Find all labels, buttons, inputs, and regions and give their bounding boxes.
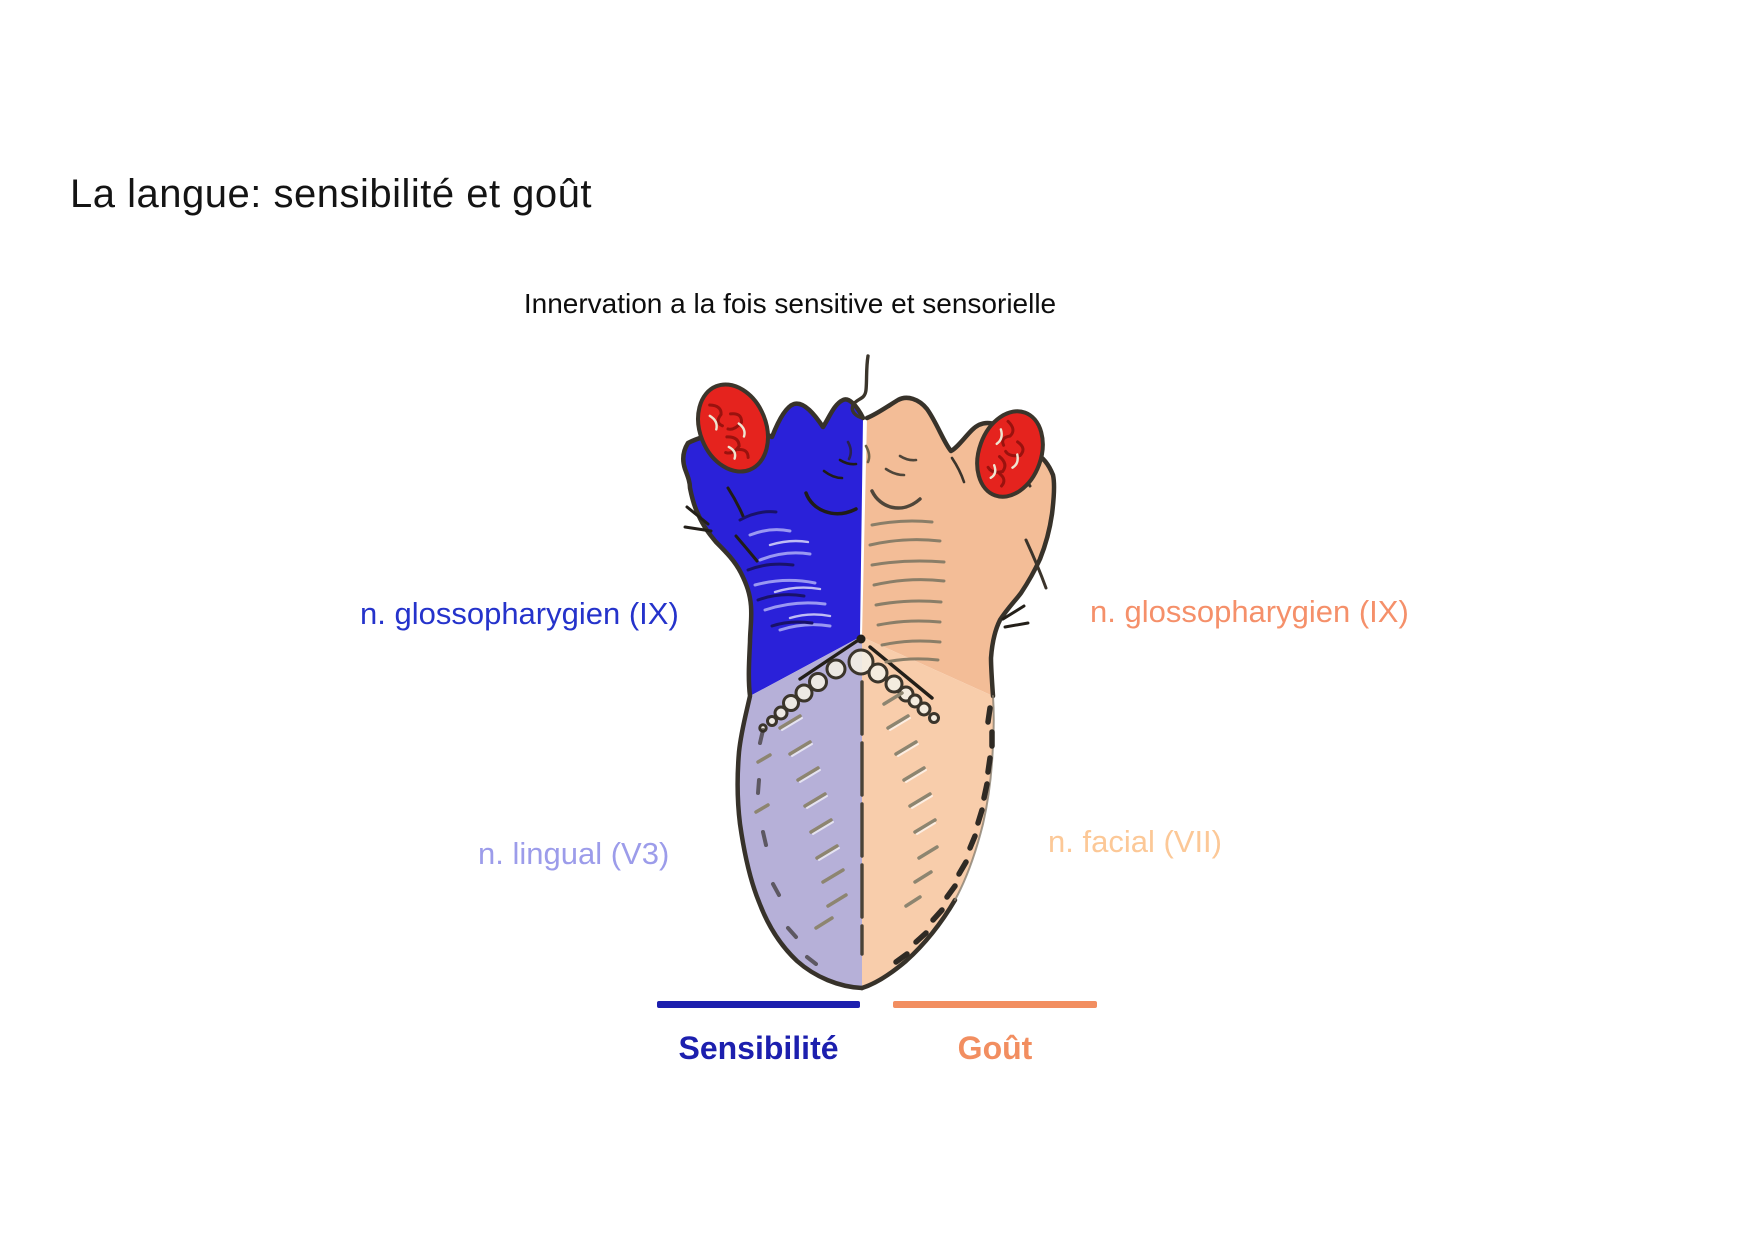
left-edge-marks xyxy=(756,728,818,966)
anterior-left-hatching xyxy=(754,714,848,930)
papillae-circles xyxy=(758,648,940,733)
tonsil-left xyxy=(696,382,770,474)
diagram-subtitle: Innervation a la fois sensitive et senso… xyxy=(523,288,1057,319)
epiglottis-line xyxy=(850,354,870,420)
legend-sensibility-label: Sensibilité xyxy=(678,1030,839,1066)
tongue-outline-right-tip xyxy=(859,897,958,991)
label-glossopharyngeal-left: n. glossopharygien (IX) xyxy=(360,596,679,631)
sulcus-apex-dot xyxy=(856,634,866,644)
tongue-outline-right-faint xyxy=(954,695,995,901)
legend-sensibility-line xyxy=(657,1001,860,1008)
tongue-outline-right-back xyxy=(864,395,1057,699)
posterior-left-texture xyxy=(726,440,858,632)
label-facial-nerve: n. facial (VII) xyxy=(1048,824,1222,859)
tongue-outline-left xyxy=(681,397,866,991)
legend-taste-line xyxy=(893,1001,1097,1008)
tongue-innervation-diagram xyxy=(681,354,1057,991)
lateral-hairs xyxy=(683,505,1030,629)
page-title: La langue: sensibilité et goût xyxy=(70,172,593,216)
legend-taste-label: Goût xyxy=(957,1030,1033,1066)
label-glossopharyngeal-right: n. glossopharygien (IX) xyxy=(1090,594,1409,629)
posterior-right-texture xyxy=(864,444,1048,664)
sulcus-line-right xyxy=(868,645,934,700)
right-edge-dashes xyxy=(893,705,995,965)
label-lingual-nerve: n. lingual (V3) xyxy=(478,836,670,871)
region-posterior-left xyxy=(683,399,863,696)
anterior-right-hatching xyxy=(882,691,939,908)
sulcus-line-left xyxy=(798,639,859,681)
